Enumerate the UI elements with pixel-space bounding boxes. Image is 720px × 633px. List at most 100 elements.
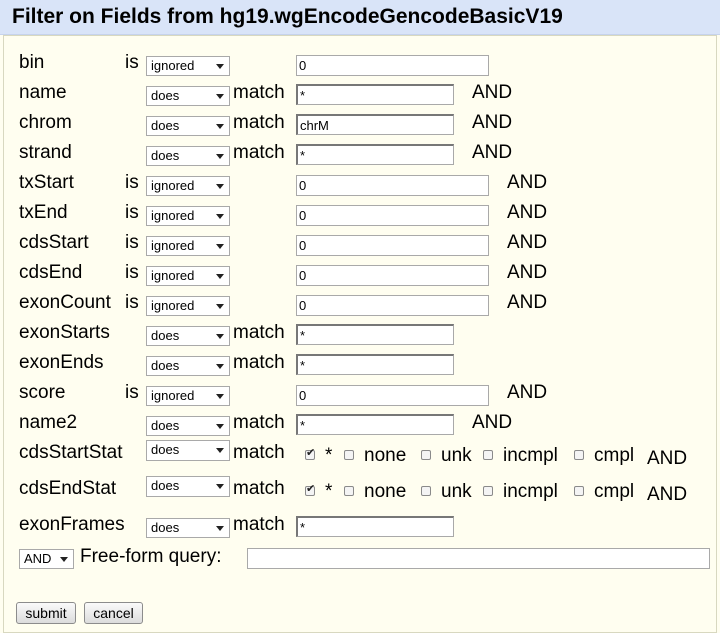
- chevron-down-icon: [216, 244, 224, 249]
- score-ignored-select[interactable]: ignored: [146, 386, 230, 406]
- chevron-down-icon: [216, 94, 224, 99]
- chevron-down-icon: [216, 424, 224, 429]
- chevron-down-icon: [216, 526, 224, 531]
- filter-row-txEnd: txEnd is ignored 0 AND: [0, 202, 720, 232]
- exonStarts-pattern-input[interactable]: *: [296, 324, 454, 345]
- exonCount-value-input[interactable]: 0: [296, 295, 489, 316]
- match-label: match: [233, 412, 285, 433]
- cdsStartStat-option-any-checkbox[interactable]: [305, 446, 315, 460]
- chevron-down-icon: [216, 394, 224, 399]
- filter-row-chrom: chrom does match chrM AND: [0, 112, 720, 142]
- filter-row-strand: strand does match * AND: [0, 142, 720, 172]
- name2-does-select[interactable]: does: [146, 416, 230, 436]
- score-value-input[interactable]: 0: [296, 385, 489, 406]
- exonFrames-does-select[interactable]: does: [146, 518, 230, 538]
- txStart-value-input[interactable]: 0: [296, 175, 489, 196]
- cdsStart-ignored-select[interactable]: ignored: [146, 236, 230, 256]
- and-label: AND: [472, 142, 513, 163]
- chrom-does-select[interactable]: does: [146, 116, 230, 136]
- cdsStart-value-input[interactable]: 0: [296, 235, 489, 256]
- match-label: match: [233, 322, 285, 343]
- option-label: *: [325, 481, 333, 502]
- cdsStartStat-option-none-checkbox[interactable]: [344, 450, 354, 460]
- name-pattern-input[interactable]: *: [296, 84, 454, 105]
- option-label: unk: [441, 445, 472, 466]
- cdsStartStat-option-cmpl-checkbox[interactable]: [574, 450, 584, 460]
- and-label: AND: [472, 82, 513, 103]
- cdsEnd-value-input[interactable]: 0: [296, 265, 489, 286]
- is-label: is: [125, 382, 139, 403]
- match-label: match: [233, 514, 285, 535]
- exonEnds-does-select[interactable]: does: [146, 356, 230, 376]
- match-label: match: [233, 352, 285, 373]
- submit-button[interactable]: submit: [16, 602, 76, 624]
- option-label: none: [364, 481, 407, 502]
- and-label: AND: [507, 262, 548, 283]
- chevron-down-icon: [216, 364, 224, 369]
- chrom-pattern-input[interactable]: chrM: [296, 114, 454, 135]
- exonCount-ignored-select[interactable]: ignored: [146, 296, 230, 316]
- option-label: *: [325, 445, 333, 466]
- and-label: AND: [507, 232, 548, 253]
- field-name: chrom: [19, 112, 72, 133]
- exonStarts-does-select[interactable]: does: [146, 326, 230, 346]
- chevron-down-icon: [216, 124, 224, 129]
- field-name: exonCount: [19, 292, 111, 313]
- cdsEndStat-option-none-checkbox[interactable]: [344, 486, 354, 496]
- cdsEndStat-option-incmpl-checkbox[interactable]: [483, 486, 493, 496]
- field-name: exonEnds: [19, 352, 104, 373]
- cdsEnd-ignored-select[interactable]: ignored: [146, 266, 230, 286]
- and-label: AND: [647, 448, 688, 469]
- chevron-down-icon: [216, 334, 224, 339]
- chevron-down-icon: [216, 214, 224, 219]
- field-name: cdsStartStat: [19, 442, 123, 463]
- and-label: AND: [507, 382, 548, 403]
- is-label: is: [125, 262, 139, 283]
- filter-row-exonFrames: exonFrames does match *: [0, 514, 720, 544]
- cdsStartStat-option-incmpl-checkbox[interactable]: [483, 450, 493, 460]
- cdsStartStat-option-unk-checkbox[interactable]: [421, 450, 431, 460]
- cdsEndStat-option-unk-checkbox[interactable]: [421, 486, 431, 496]
- field-name: name2: [19, 412, 78, 433]
- txEnd-value-input[interactable]: 0: [296, 205, 489, 226]
- chevron-down-icon: [60, 557, 68, 562]
- name-does-select[interactable]: does: [146, 86, 230, 106]
- field-name: exonStarts: [19, 322, 110, 343]
- name2-pattern-input[interactable]: *: [296, 414, 454, 435]
- chevron-down-icon: [216, 184, 224, 189]
- field-name: cdsEndStat: [19, 478, 117, 499]
- strand-pattern-input[interactable]: *: [296, 144, 454, 165]
- txEnd-ignored-select[interactable]: ignored: [146, 206, 230, 226]
- strand-does-select[interactable]: does: [146, 146, 230, 166]
- filter-row-cdsEndStat: cdsEndStat does match * none unk incmpl …: [0, 476, 720, 512]
- bin-ignored-select[interactable]: ignored: [146, 56, 230, 76]
- cdsEndStat-option-cmpl-checkbox[interactable]: [574, 486, 584, 496]
- cdsStartStat-does-select[interactable]: does: [146, 440, 230, 461]
- txStart-ignored-select[interactable]: ignored: [146, 176, 230, 196]
- field-name: txStart: [19, 172, 74, 193]
- field-name: txEnd: [19, 202, 68, 223]
- match-label: match: [233, 112, 285, 133]
- field-name: name: [19, 82, 67, 103]
- option-label: incmpl: [503, 481, 558, 502]
- filter-row-exonEnds: exonEnds does match *: [0, 352, 720, 382]
- freeform-query-input[interactable]: [247, 548, 710, 569]
- chevron-down-icon: [216, 484, 224, 489]
- is-label: is: [125, 232, 139, 253]
- cdsEndStat-does-select[interactable]: does: [146, 476, 230, 497]
- and-label: AND: [507, 292, 548, 313]
- page-title: Filter on Fields from hg19.wgEncodeGenco…: [12, 5, 563, 28]
- freeform-logic-select[interactable]: AND: [19, 549, 74, 569]
- exonEnds-pattern-input[interactable]: *: [296, 354, 454, 375]
- cancel-button[interactable]: cancel: [84, 602, 143, 624]
- is-label: is: [125, 52, 139, 73]
- filter-row-bin: bin is ignored 0: [0, 52, 720, 82]
- cdsEndStat-option-any-checkbox[interactable]: [305, 482, 315, 496]
- bin-value-input[interactable]: 0: [296, 55, 489, 76]
- and-label: AND: [507, 172, 548, 193]
- filter-row-cdsStartStat: cdsStartStat does match * none unk incmp…: [0, 440, 720, 476]
- option-label: none: [364, 445, 407, 466]
- exonFrames-pattern-input[interactable]: *: [296, 516, 454, 537]
- and-label: AND: [647, 484, 688, 505]
- match-label: match: [233, 82, 285, 103]
